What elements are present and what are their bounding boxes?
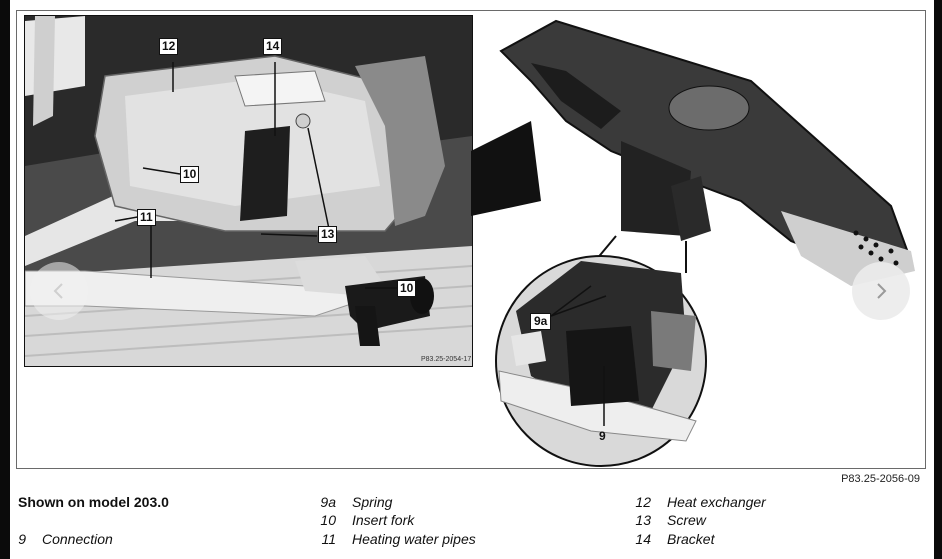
legend-item: 11 Heating water pipes: [306, 531, 476, 547]
inset-ref-code: P83.25-2054-17: [421, 356, 472, 363]
legend-item-number: 13: [635, 512, 651, 528]
legend-item: 9 Connection: [0, 531, 113, 547]
callout-14: 14: [263, 38, 283, 55]
legend-item-label: Insert fork: [352, 512, 415, 528]
legend-item-label: Heating water pipes: [352, 531, 476, 547]
previous-image-button[interactable]: [30, 262, 88, 320]
callout-9a: 9a: [530, 313, 552, 330]
callout-10-bottom: 10: [397, 280, 417, 297]
callout-12: 12: [159, 38, 179, 55]
legend-item: 12 Heat exchanger: [621, 494, 766, 510]
legend-item: 13 Screw: [621, 512, 706, 528]
legend-item-number: 9a: [320, 494, 336, 510]
next-image-button[interactable]: [852, 262, 910, 320]
callout-11: 11: [137, 209, 156, 226]
heat-exchanger-photo: 12 14 10 11 13 10 P83.25-2054-17: [24, 15, 473, 367]
legend-item-number: 9: [18, 531, 26, 547]
legend-item-label: Spring: [352, 494, 393, 510]
callout-13: 13: [318, 226, 338, 243]
legend-item-label: Bracket: [667, 531, 715, 547]
chevron-left-icon: [53, 283, 63, 299]
legend-item: 10 Insert fork: [306, 512, 414, 528]
legend-item-number: 12: [635, 494, 651, 510]
repair-illustration: 12 14 10 11 13 10 P83.25-2054-17: [16, 10, 926, 469]
parts-legend: Shown on model 203.0 9 Connection 9a Sprin…: [18, 492, 928, 552]
legend-item-label: Heat exchanger: [667, 494, 766, 510]
chevron-right-icon: [877, 283, 887, 299]
legend-item: 9a Spring: [306, 494, 392, 510]
callout-9: 9: [599, 429, 606, 443]
heat-exchanger-photo-drawing: [25, 16, 472, 366]
legend-item-label: Screw: [667, 512, 706, 528]
legend-item-label: Connection: [42, 531, 113, 547]
legend-item-number: 10: [320, 512, 336, 528]
legend-item-number: 11: [321, 531, 336, 547]
viewer-edge-left: [0, 0, 10, 559]
dashboard-detail-drawing: [471, 19, 915, 467]
callout-10-top: 10: [180, 166, 200, 183]
legend-item: 14 Bracket: [621, 531, 714, 547]
legend-item-number: 14: [635, 531, 651, 547]
legend-title: Shown on model 203.0: [18, 494, 169, 510]
viewer-edge-right: [934, 0, 942, 559]
figure-ref-code: P83.25-2056-09: [841, 473, 920, 485]
